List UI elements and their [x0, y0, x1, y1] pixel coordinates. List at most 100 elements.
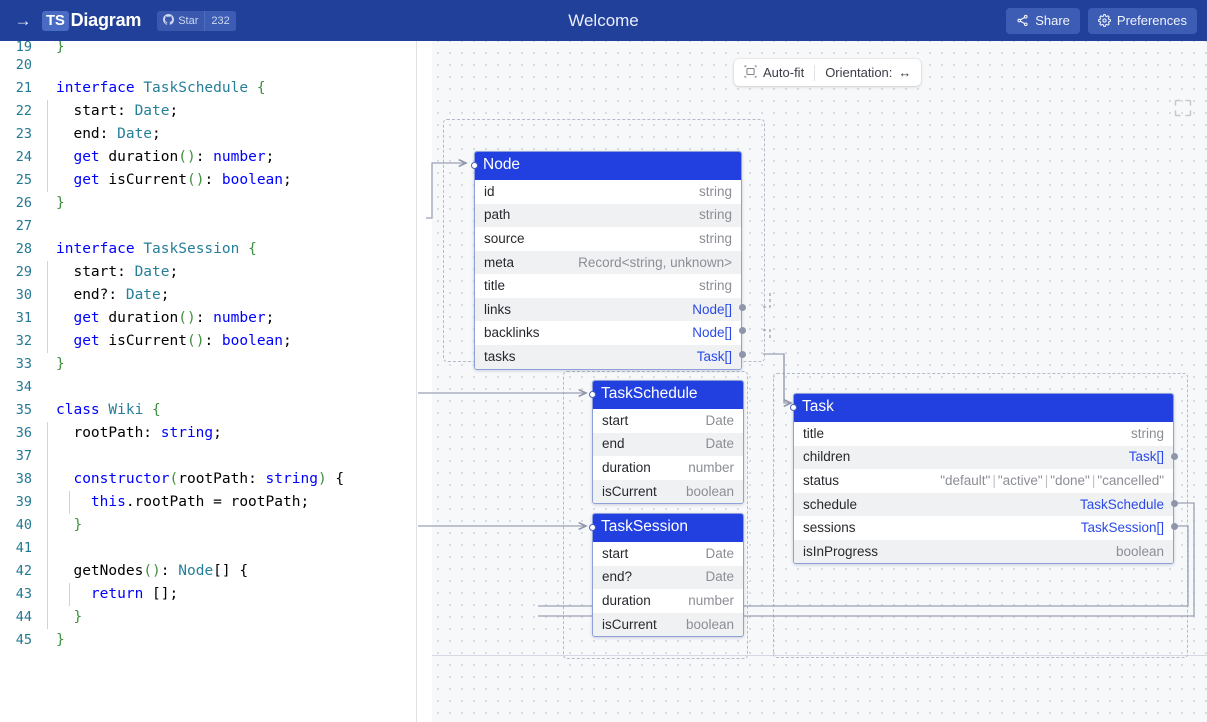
field-type[interactable]: Task[] — [697, 349, 732, 364]
code-line: 22 start: Date; — [0, 100, 416, 123]
code-line: 37 — [0, 445, 416, 468]
fullscreen-icon[interactable] — [1173, 98, 1193, 118]
line-number: 25 — [0, 169, 44, 192]
line-content: end?: Date; — [44, 284, 170, 307]
entity-port-task-children — [1171, 453, 1178, 460]
line-content: this.rootPath = rootPath; — [44, 491, 309, 514]
entity-title: Node — [475, 152, 741, 180]
line-number: 41 — [0, 537, 44, 560]
github-star-part[interactable]: Star — [157, 11, 204, 31]
entity-field-row[interactable]: durationnumber — [593, 589, 743, 613]
ts-logo-badge: TS — [42, 11, 69, 31]
connector-lines — [418, 41, 1207, 722]
entity-taskschedule[interactable]: TaskSchedule startDateendDatedurationnum… — [592, 380, 744, 504]
field-name: end? — [602, 569, 632, 584]
entity-field-row[interactable]: titlestring — [794, 422, 1173, 446]
field-name: path — [484, 207, 510, 222]
line-number: 38 — [0, 468, 44, 491]
field-name: schedule — [803, 497, 857, 512]
back-arrow-icon[interactable]: → — [8, 12, 38, 29]
auto-fit-icon — [744, 65, 757, 81]
field-name: duration — [602, 460, 651, 475]
field-name: isInProgress — [803, 544, 878, 559]
entity-field-row[interactable]: childrenTask[] — [794, 446, 1173, 470]
entity-title: Task — [794, 394, 1173, 422]
entity-field-row[interactable]: metaRecord<string, unknown> — [475, 251, 741, 275]
line-content: get isCurrent(): boolean; — [44, 330, 292, 353]
field-type[interactable]: Node[] — [692, 325, 732, 340]
entity-field-row[interactable]: isInProgress boolean — [794, 540, 1173, 564]
line-number: 21 — [0, 77, 44, 100]
code-line: 44 } — [0, 606, 416, 629]
diagram-pane[interactable]: Node idstringpathstringsourcestringmetaR… — [418, 41, 1207, 722]
preferences-button[interactable]: Preferences — [1088, 8, 1197, 34]
line-content: get duration(): number; — [44, 146, 274, 169]
auto-fit-button[interactable]: Auto-fit — [734, 59, 814, 86]
entity-tasksession[interactable]: TaskSession startDateend?Datedurationnum… — [592, 513, 744, 637]
entity-field-row[interactable]: isCurrentboolean — [593, 480, 743, 504]
github-star-count: 232 — [204, 11, 235, 31]
entity-field-row[interactable]: idstring — [475, 180, 741, 204]
field-type: string — [699, 184, 732, 199]
code-editor-pane[interactable]: 19}2021interface TaskSchedule {22 start:… — [0, 41, 417, 722]
entity-field-row[interactable]: linksNode[] — [475, 298, 741, 322]
field-type[interactable]: TaskSession[] — [1081, 520, 1164, 535]
github-star-badge[interactable]: Star 232 — [157, 11, 236, 31]
field-type[interactable]: Node[] — [692, 302, 732, 317]
entity-field-row[interactable]: sessionsTaskSession[] — [794, 516, 1173, 540]
entity-field-row[interactable]: endDate — [593, 433, 743, 457]
entity-field-row[interactable]: status"default"|"active"|"done"|"cancell… — [794, 469, 1173, 493]
entity-field-row[interactable]: end? Date — [593, 566, 743, 590]
code-line: 28interface TaskSession { — [0, 238, 416, 261]
field-name: tasks — [484, 349, 516, 364]
entity-field-row[interactable]: startDate — [593, 542, 743, 566]
entity-field-row[interactable]: durationnumber — [593, 456, 743, 480]
gear-icon — [1098, 14, 1111, 27]
orientation-label: Orientation: — [825, 65, 892, 80]
line-number: 27 — [0, 215, 44, 238]
entity-node[interactable]: Node idstringpathstringsourcestringmetaR… — [474, 151, 742, 370]
orientation-value: ↔ — [898, 65, 911, 80]
code-line: 29 start: Date; — [0, 261, 416, 284]
entity-field-row[interactable]: startDate — [593, 409, 743, 433]
field-type: string — [699, 278, 732, 293]
field-name: title — [803, 426, 824, 441]
entity-field-row[interactable]: titlestring — [475, 274, 741, 298]
field-name: isCurrent — [602, 484, 657, 499]
line-content: rootPath: string; — [44, 422, 222, 445]
preferences-label: Preferences — [1117, 13, 1187, 28]
line-content: get duration(): number; — [44, 307, 274, 330]
field-name: backlinks — [484, 325, 540, 340]
editor-scrollbar[interactable] — [404, 41, 416, 722]
line-content — [44, 215, 56, 238]
line-number: 29 — [0, 261, 44, 284]
entity-field-row[interactable]: schedule TaskSchedule — [794, 493, 1173, 517]
line-number: 39 — [0, 491, 44, 514]
entity-field-row[interactable]: isCurrentboolean — [593, 613, 743, 637]
field-type: Date — [705, 569, 734, 584]
code-line: 32 get isCurrent(): boolean; — [0, 330, 416, 353]
field-type: number — [688, 593, 734, 608]
entity-field-row[interactable]: backlinks Node[] — [475, 321, 741, 345]
code-line: 25 get isCurrent(): boolean; — [0, 169, 416, 192]
brand[interactable]: TS Diagram — [42, 10, 141, 31]
field-type[interactable]: TaskSchedule — [1080, 497, 1164, 512]
line-number: 42 — [0, 560, 44, 583]
field-type[interactable]: Task[] — [1129, 449, 1164, 464]
entity-title: TaskSchedule — [593, 381, 743, 409]
entity-task[interactable]: Task titlestringchildrenTask[]status"def… — [793, 393, 1174, 564]
line-content: } — [44, 192, 65, 215]
field-type: boolean — [1116, 544, 1164, 559]
entity-field-row[interactable]: tasks Task[] — [475, 345, 741, 369]
entity-field-row[interactable]: pathstring — [475, 204, 741, 228]
code-lines[interactable]: 19}2021interface TaskSchedule {22 start:… — [0, 41, 416, 652]
entity-port-node-links — [739, 304, 746, 311]
share-button[interactable]: Share — [1006, 8, 1080, 34]
orientation-button[interactable]: Orientation: ↔ — [815, 59, 921, 86]
field-name: end — [602, 436, 625, 451]
entity-field-row[interactable]: sourcestring — [475, 227, 741, 251]
line-content: } — [44, 629, 65, 652]
line-content: } — [44, 353, 65, 376]
entity-fields: idstringpathstringsourcestringmetaRecord… — [475, 180, 741, 369]
line-number: 44 — [0, 606, 44, 629]
